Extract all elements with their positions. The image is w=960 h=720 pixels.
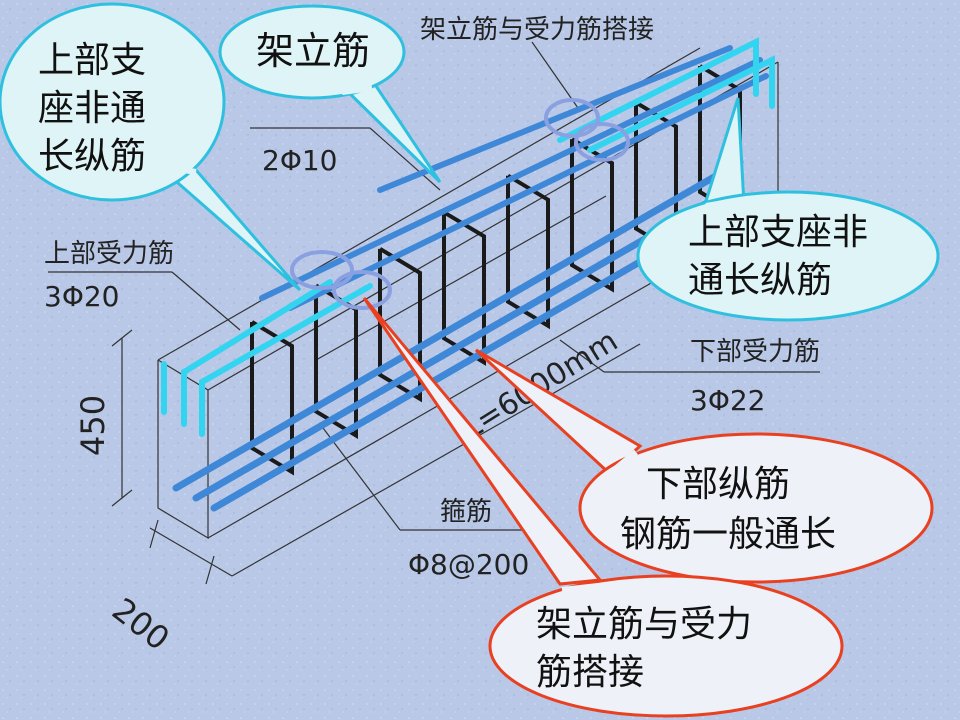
callout-right-bubble — [636, 190, 940, 322]
erection-bar — [377, 45, 733, 193]
callout-right-support-bar: 上部支座非 通长纵筋 — [636, 97, 940, 322]
lap-circle-left-1 — [290, 250, 354, 290]
stirrup-name-label: 箍筋 — [440, 497, 492, 527]
right-support-bar-1 — [557, 37, 759, 143]
callout-right-line-1: 上部支座非 — [688, 212, 868, 253]
bottom-bars-name-label: 下部受力筋 — [690, 337, 820, 367]
callout-lap-line-2: 筋搭接 — [536, 652, 644, 693]
callout-bottom-bubble — [578, 432, 934, 584]
stirrup — [442, 210, 486, 366]
callout-lap-splice: 架立筋与受力 筋搭接 — [362, 297, 844, 718]
callout-lap-line-1: 架立筋与受力 — [536, 604, 752, 645]
top-bars-name-label: 上部受力筋 — [44, 239, 174, 269]
callout-bottom-line-2: 钢筋一般通长 — [620, 514, 836, 555]
left-support-bar-2 — [199, 283, 373, 437]
lap-circle-left-2 — [332, 270, 392, 310]
lap-circle-right-2 — [574, 122, 630, 162]
callout-left-line-3: 长纵筋 — [38, 136, 146, 177]
dimension-lines — [48, 41, 820, 585]
callout-lap-bubble — [488, 574, 844, 718]
callout-bottom-longitudinal: 下部纵筋 钢筋一般通长 — [474, 348, 934, 584]
top-bars-spec-label: 3Φ20 — [44, 280, 119, 313]
callout-erection-bar: 架立筋 — [218, 4, 442, 184]
callout-left-support-bar: 上部支 座非通 长纵筋 — [0, 2, 302, 292]
callout-left-line-1: 上部支 — [38, 40, 146, 81]
lap-circle-right-1 — [544, 98, 600, 138]
top-main-bar-2 — [287, 73, 769, 311]
bottom-bar-1 — [172, 158, 744, 492]
erection-bars-spec-label: 2Φ10 — [262, 144, 337, 177]
right-support-bar-2 — [587, 55, 775, 153]
stirrup-spec-label: Φ8@200 — [408, 548, 529, 581]
callout-erection-bubble — [218, 4, 406, 100]
callout-left-line-2: 座非通 — [38, 88, 146, 129]
callout-left-bubble — [0, 2, 226, 202]
dimension-height-label: 450 — [74, 395, 112, 456]
callout-right-line-2: 通长纵筋 — [688, 260, 832, 301]
lap-splice-top-label: 架立筋与受力筋搭接 — [420, 15, 654, 45]
bottom-bars-spec-label: 3Φ22 — [690, 384, 765, 417]
callout-bottom-line-1: 下部纵筋 — [646, 464, 790, 505]
callout-lap-pointer — [362, 297, 603, 586]
lap-splice-markers — [290, 98, 630, 310]
callout-erection-text: 架立筋 — [256, 29, 370, 73]
left-support-bar-1 — [181, 279, 333, 427]
stirrup — [378, 247, 422, 403]
